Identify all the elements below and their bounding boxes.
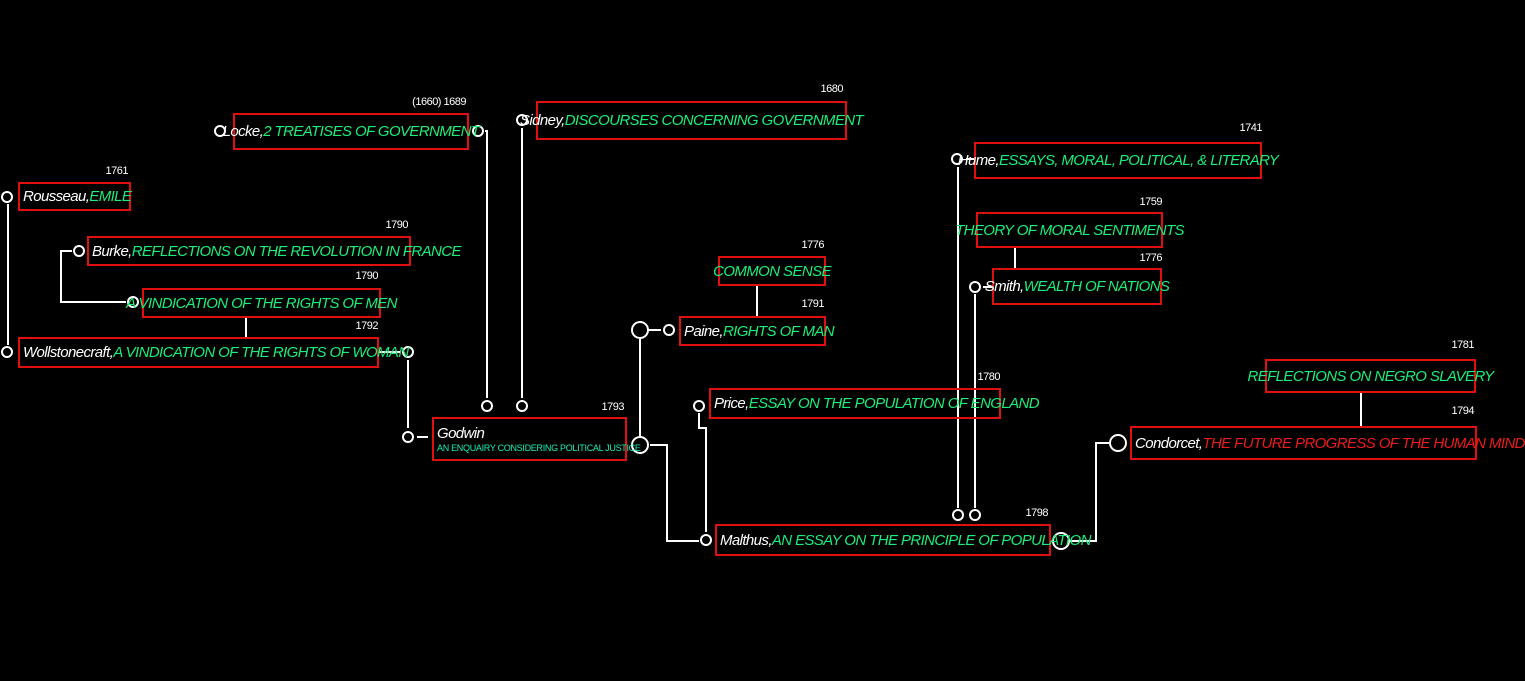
author-label: Hume, <box>957 152 1000 169</box>
node-common-sense[interactable]: COMMON SENSE <box>713 256 832 286</box>
malthus-year: 1798 <box>1025 507 1049 519</box>
work-title: DISCOURSES CONCERNING GOVERNMENT <box>564 112 864 129</box>
vindication-men-year: 1790 <box>355 270 379 282</box>
node-godwin[interactable]: Godwin AN ENQUAIRY CONSIDERING POLITICAL… <box>432 417 641 461</box>
work-title: ESSAY ON THE POPULATION OF ENGLAND <box>748 395 1040 412</box>
author-label: Wollstonecraft, <box>23 344 114 361</box>
author-label: Smith, <box>984 278 1025 295</box>
work-title: THE FUTURE PROGRESS OF THE HUMAN MIND <box>1202 434 1525 452</box>
work-title: COMMON SENSE <box>713 262 831 280</box>
node-wollstonecraft[interactable]: Wollstonecraft, A VINDICATION OF THE RIG… <box>18 337 409 368</box>
work-title: A VINDICATION OF THE RIGHTS OF WOMAN <box>113 344 409 361</box>
smith-year: 1776 <box>1139 252 1163 264</box>
work-title: A VINDICATION OF THE RIGHTS OF MEN <box>126 294 397 312</box>
work-title: ESSAYS, MORAL, POLITICAL, & LITERARY <box>998 152 1279 169</box>
paine-year: 1791 <box>801 298 825 310</box>
moral-sentiments-year: 1759 <box>1139 196 1163 208</box>
author-label: Sidney, <box>519 112 565 129</box>
node-malthus[interactable]: Malthus, AN ESSAY ON THE PRINCIPLE OF PO… <box>715 524 1091 556</box>
author-label: Locke, <box>222 123 264 140</box>
author-label: Godwin <box>437 424 485 442</box>
node-moral-sentiments[interactable]: THEORY OF MORAL SENTIMENTS <box>955 212 1185 248</box>
node-paine[interactable]: Paine, RIGHTS OF MAN <box>679 316 835 346</box>
condorcet-year: 1794 <box>1451 405 1475 417</box>
wollstonecraft-year: 1792 <box>355 320 379 332</box>
price-year: 1780 <box>977 371 1001 383</box>
node-vindication-men[interactable]: A VINDICATION OF THE RIGHTS OF MEN <box>126 288 397 318</box>
negro-slavery-year: 1781 <box>1451 339 1475 351</box>
hume-year: 1741 <box>1239 122 1263 134</box>
author-label: Malthus, <box>720 531 772 549</box>
node-price[interactable]: Price, ESSAY ON THE POPULATION OF ENGLAN… <box>709 388 1040 419</box>
work-title: AN ENQUAIRY CONSIDERING POLITICAL JUSTIC… <box>437 442 641 453</box>
connector-lines <box>1 114 1362 550</box>
common-sense-year: 1776 <box>801 239 825 251</box>
author-label: Condorcet, <box>1135 434 1203 452</box>
sidney-year: 1680 <box>820 83 844 95</box>
work-title: WEALTH OF NATIONS <box>1023 278 1170 295</box>
node-smith[interactable]: Smith, WEALTH OF NATIONS <box>985 268 1170 305</box>
author-label: Rousseau, <box>23 188 90 205</box>
node-rousseau[interactable]: Rousseau, EMILE <box>18 182 132 211</box>
node-negro-slavery[interactable]: REFLECTIONS ON NEGRO SLAVERY <box>1247 359 1494 393</box>
rousseau-year: 1761 <box>105 165 129 177</box>
node-hume[interactable]: Hume, ESSAYS, MORAL, POLITICAL, & LITERA… <box>958 142 1279 179</box>
work-title: REFLECTIONS ON THE REVOLUTION IN FRANCE <box>131 242 462 260</box>
work-title: 2 TREATISES OF GOVERNMENT <box>263 123 480 140</box>
author-label: Price, <box>714 395 749 412</box>
burke-year: 1790 <box>385 219 409 231</box>
godwin-year: 1793 <box>601 401 625 413</box>
author-label: Burke, <box>92 242 132 260</box>
work-title: RIGHTS OF MAN <box>722 322 835 340</box>
work-title: REFLECTIONS ON NEGRO SLAVERY <box>1247 367 1494 385</box>
work-title: AN ESSAY ON THE PRINCIPLE OF POPULATION <box>771 531 1092 549</box>
node-burke[interactable]: Burke, REFLECTIONS ON THE REVOLUTION IN … <box>87 236 462 266</box>
node-locke[interactable]: Locke, 2 TREATISES OF GOVERNMENT <box>223 113 480 150</box>
work-title: EMILE <box>89 188 132 205</box>
node-sidney[interactable]: Sidney, DISCOURSES CONCERNING GOVERNMENT <box>520 101 864 140</box>
node-condorcet[interactable]: Condorcet, THE FUTURE PROGRESS OF THE HU… <box>1130 426 1525 460</box>
author-label: Paine, <box>684 322 724 340</box>
locke-year: (1660) 1689 <box>412 96 466 108</box>
work-title: THEORY OF MORAL SENTIMENTS <box>955 221 1184 239</box>
